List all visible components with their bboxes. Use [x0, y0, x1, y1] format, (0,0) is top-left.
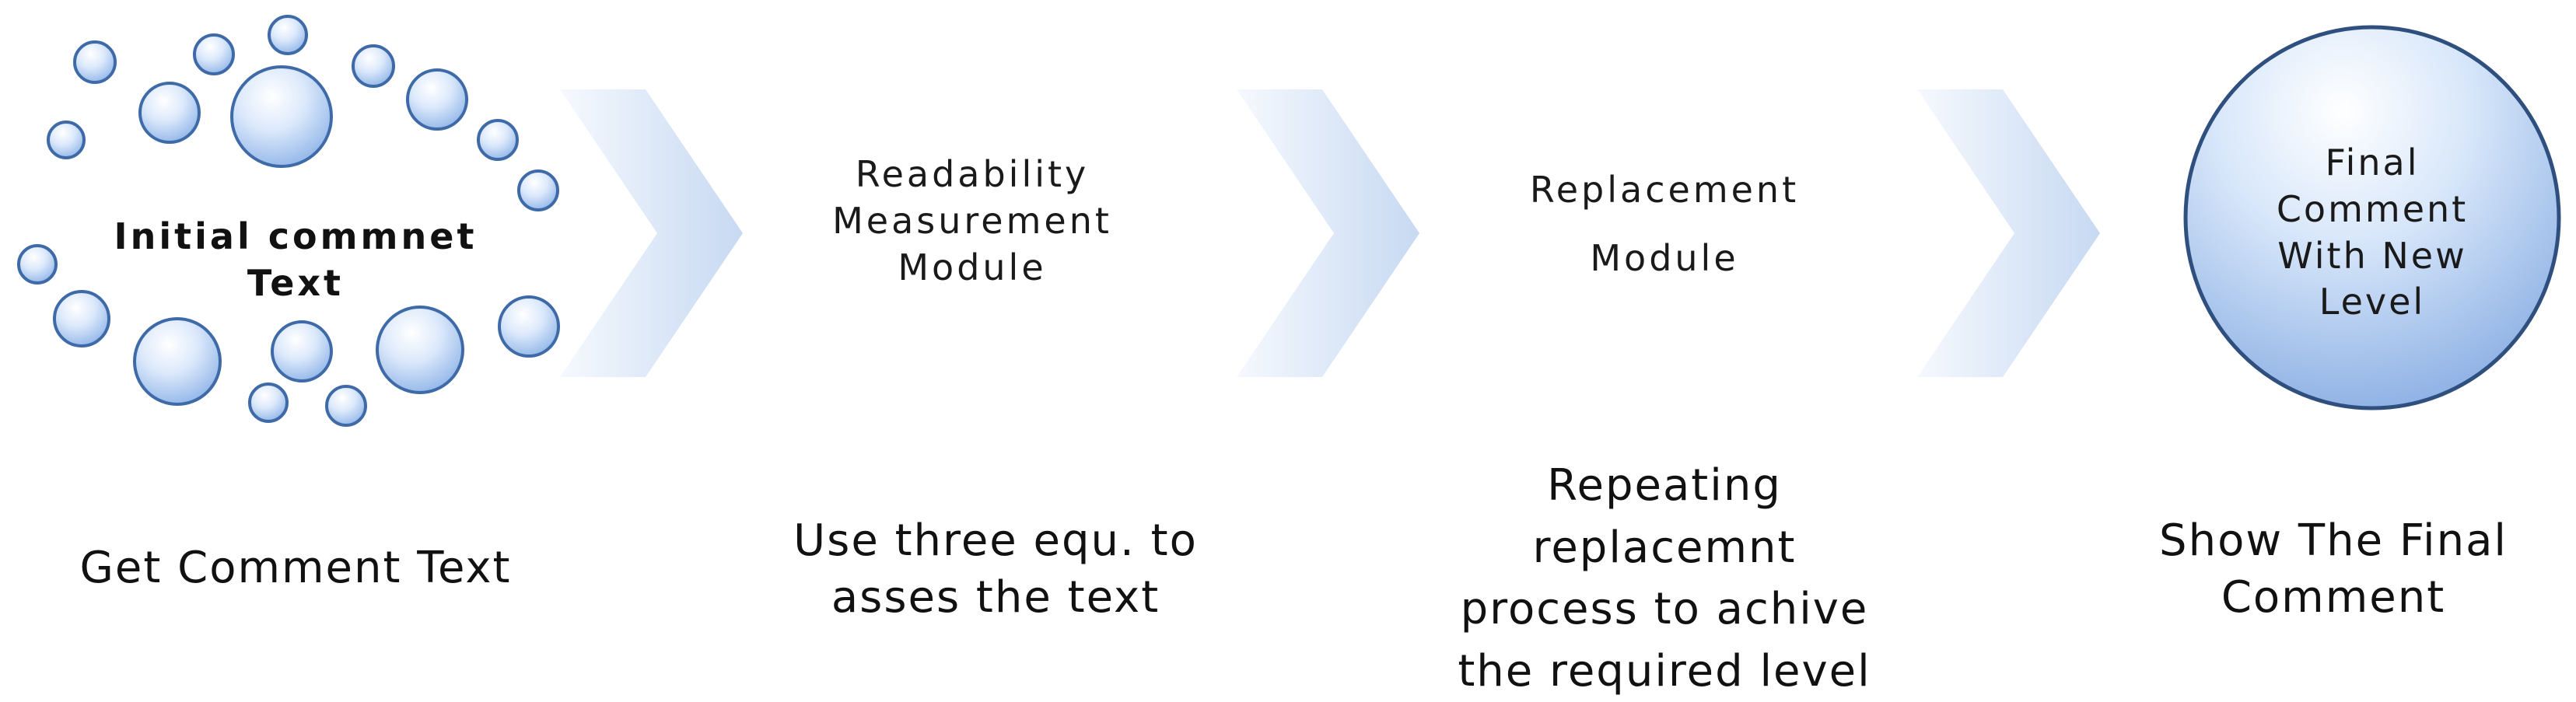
initial-comment-title: Initial commnet Text: [78, 214, 513, 307]
bubble: [325, 385, 367, 427]
step-3-caption-line: process to achive: [1460, 584, 1869, 635]
readability-module-title-line: Module: [898, 246, 1047, 288]
final-comment-ellipse: [2183, 25, 2561, 410]
chevron-arrow-2: [1237, 89, 1419, 377]
step-4-caption-line: Comment: [2221, 571, 2446, 623]
bubble: [352, 44, 395, 88]
step-3-caption-line: replacemnt: [1532, 522, 1797, 573]
bubble: [138, 82, 201, 144]
bubble: [248, 382, 289, 423]
step-4-caption-line: Show The Final: [2159, 515, 2508, 566]
step-2-caption-line: asses the text: [831, 571, 1160, 623]
chevron-arrow-3: [1917, 89, 2100, 377]
final-comment-title-line: Level: [2319, 281, 2426, 323]
final-comment-title: Final Comment With New Level: [2224, 140, 2520, 326]
final-comment-title-line: Comment: [2276, 187, 2469, 230]
step-3-caption-line: Repeating: [1547, 460, 1782, 511]
initial-comment-title-line: Initial commnet: [114, 215, 478, 257]
bubble: [477, 119, 519, 161]
chevron-arrows: [560, 89, 2100, 377]
step-2-caption-line: Use three equ. to: [793, 515, 1198, 566]
bubble: [271, 320, 333, 382]
step-4-caption: Show The Final Comment: [2100, 513, 2567, 627]
readability-module-title: Readability Measurement Module: [778, 152, 1167, 291]
bubble: [517, 169, 559, 211]
bubble: [17, 244, 58, 285]
bubble: [193, 33, 235, 75]
bubble-cluster: [17, 15, 560, 427]
replacement-module-title-line: Module: [1590, 236, 1739, 279]
bubble: [133, 317, 222, 406]
replacement-module-title-line: Replacement: [1529, 169, 1800, 211]
initial-comment-title-line: Text: [247, 261, 345, 304]
bubble: [498, 295, 560, 358]
step-2-caption: Use three equ. to asses the text: [723, 513, 1268, 627]
bubble: [53, 290, 110, 348]
step-1-caption-line: Get Comment Text: [79, 543, 512, 593]
bubble: [47, 120, 86, 159]
bubble: [230, 65, 333, 168]
readability-module-title-line: Measurement: [832, 199, 1112, 242]
bubble: [406, 68, 468, 131]
final-comment-title-line: With New: [2277, 234, 2467, 277]
final-comment-title-line: Final: [2325, 141, 2420, 183]
step-3-caption: Repeating replacemnt process to achive t…: [1392, 455, 1937, 702]
step-1-caption: Get Comment Text: [23, 540, 568, 597]
bubble: [268, 15, 308, 55]
replacement-module-title: Replacement Module: [1462, 167, 1867, 282]
chevron-arrow-1: [560, 89, 743, 377]
bubble: [376, 306, 464, 394]
bubble: [73, 40, 117, 84]
step-3-caption-line: the required level: [1458, 645, 1871, 697]
readability-module-title-line: Readability: [855, 153, 1090, 195]
